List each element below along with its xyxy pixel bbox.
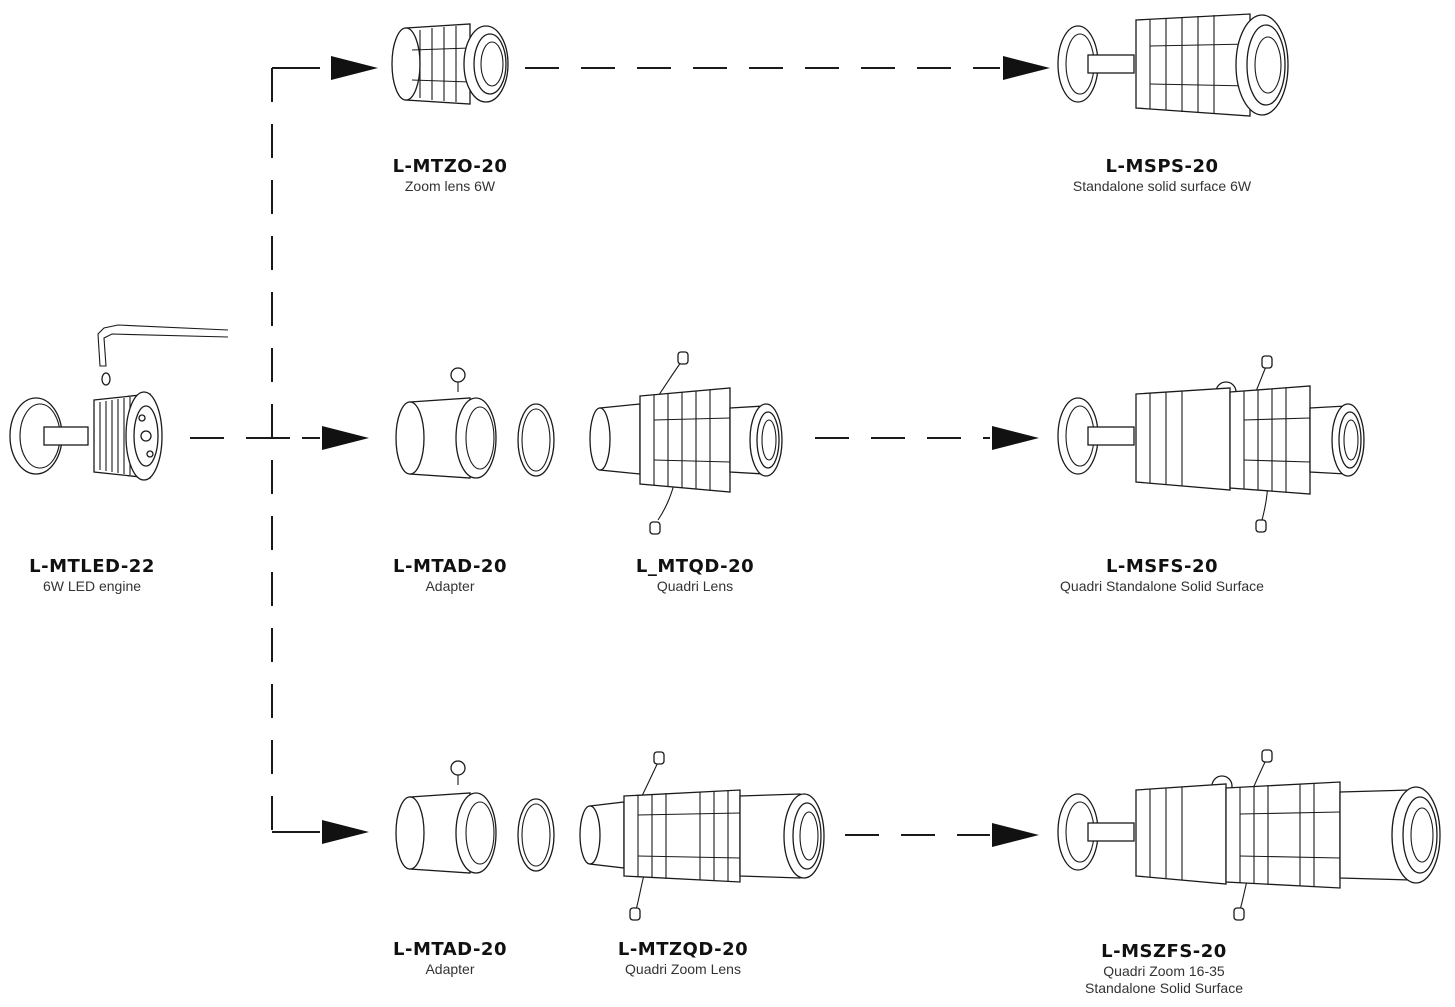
- adapter-2-label: L-MTAD-20 Adapter: [393, 939, 507, 978]
- quadri-zoom-standalone-code: L-MSZFS-20: [1101, 941, 1227, 962]
- led-engine-code: L-MTLED-22: [29, 556, 155, 577]
- arrow-to-standalone-solid: [1003, 56, 1050, 80]
- standalone-solid-label: L-MSPS-20 Standalone solid surface 6W: [1073, 156, 1251, 195]
- zoom-lens-desc: Zoom lens 6W: [404, 178, 496, 194]
- arrowheads: [322, 56, 1050, 847]
- quadri-lens-drawing: [589, 351, 783, 535]
- quadri-zoom-standalone-drawing: [1057, 749, 1441, 921]
- adapter-2-desc: Adapter: [425, 961, 475, 977]
- led-engine-label: L-MTLED-22 6W LED engine: [29, 556, 155, 595]
- hex-key-icon: [97, 324, 229, 367]
- quadri-lens-label: L_MTQD-20 Quadri Lens: [636, 556, 754, 595]
- quadri-standalone-drawing: [1057, 355, 1365, 533]
- zoom-lens-drawing: [391, 23, 509, 105]
- arrow-to-quadri-zoom-standalone: [992, 823, 1039, 847]
- adapter-screw-icon: [450, 760, 466, 776]
- zoom-lens-label: L-MTZO-20 Zoom lens 6W: [393, 156, 508, 195]
- quadri-zoom-standalone-label: L-MSZFS-20 Quadri Zoom 16-35 Standalone …: [1085, 941, 1243, 997]
- zoom-lens-code: L-MTZO-20: [392, 156, 508, 177]
- standalone-solid-desc: Standalone solid surface 6W: [1072, 178, 1252, 194]
- led-engine-drawing: [9, 324, 229, 481]
- quadri-standalone-desc: Quadri Standalone Solid Surface: [1060, 578, 1264, 594]
- adapter-1-code: L-MTAD-20: [393, 556, 507, 577]
- standalone-solid-code: L-MSPS-20: [1105, 156, 1219, 177]
- arrow-to-quadri-standalone: [992, 426, 1039, 450]
- adapter-1-desc: Adapter: [425, 578, 475, 594]
- quadri-zoom-lens-label: L-MTZQD-20 Quadri Zoom Lens: [618, 939, 748, 978]
- standalone-solid-drawing: [1057, 13, 1289, 117]
- adapter-screw-icon: [450, 367, 466, 383]
- o-ring-icon: [517, 403, 555, 477]
- arrow-to-zoom-lens: [331, 56, 378, 80]
- quadri-lens-code: L_MTQD-20: [635, 556, 755, 577]
- adapter-2-code: L-MTAD-20: [393, 939, 507, 960]
- adapter-2-drawing: [395, 760, 555, 874]
- o-ring-icon: [517, 798, 555, 872]
- quadri-lens-desc: Quadri Lens: [656, 578, 734, 594]
- arrow-to-adapter-2: [322, 820, 369, 844]
- set-screw-icon: [101, 372, 111, 386]
- quadri-standalone-code: L-MSFS-20: [1105, 556, 1219, 577]
- quadri-zoom-lens-drawing: [579, 751, 825, 921]
- quadri-standalone-label: L-MSFS-20 Quadri Standalone Solid Surfac…: [1060, 556, 1264, 595]
- led-engine-desc: 6W LED engine: [42, 578, 142, 594]
- quadri-zoom-standalone-desc-2: Standalone Solid Surface: [1085, 980, 1243, 996]
- adapter-1-label: L-MTAD-20 Adapter: [393, 556, 507, 595]
- quadri-zoom-standalone-desc-1: Quadri Zoom 16-35: [1103, 963, 1225, 979]
- arrow-to-adapter-1: [322, 426, 369, 450]
- flow-lines: [190, 67, 1000, 836]
- quadri-zoom-lens-desc: Quadri Zoom Lens: [625, 961, 741, 977]
- adapter-1-drawing: [395, 367, 555, 479]
- quadri-zoom-lens-code: L-MTZQD-20: [617, 939, 749, 960]
